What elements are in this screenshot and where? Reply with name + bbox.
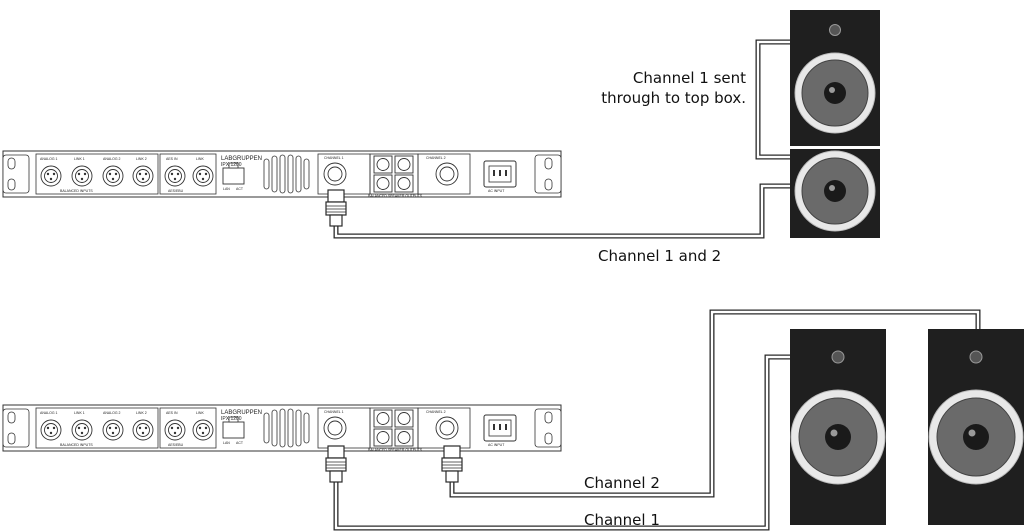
amp-top-analog2: ANALOG 2 <box>103 157 121 161</box>
amp-top-lan: LAN <box>223 187 230 191</box>
amp-top-inputs-label: BALANCED INPUTS <box>60 189 93 193</box>
amp-bottom-analog2: ANALOG 2 <box>103 411 121 415</box>
tweeter <box>969 350 983 364</box>
amp-top-link1: LINK 1 <box>74 157 85 161</box>
bottom-channel1-label: Channel 1 <box>584 511 660 529</box>
amp-top-model: IPX 1200 <box>221 162 242 168</box>
amp-bottom-outputs-label: BALANCED SPEAKER OUTPUTS <box>368 448 423 452</box>
amplifier-bottom: ANALOG 1 LINK 1 ANALOG 2 LINK 2 BALANCED… <box>2 404 562 452</box>
amp-bottom-brand: LABGRUPPEN <box>221 410 262 416</box>
bottom-plug-ch1 <box>325 445 347 483</box>
amp-top-channel2: CHANNEL 2 <box>426 156 446 160</box>
top-note-line2: through to top box. <box>601 89 746 107</box>
top-plug-ch1 <box>325 189 347 227</box>
top-cable-link <box>755 39 790 160</box>
top-cable-main <box>333 183 790 239</box>
tweeter <box>829 24 841 36</box>
bottom-scenario: ANALOG 1 LINK 1 ANALOG 2 LINK 2 BALANCED… <box>2 309 1024 531</box>
bottom-cable-ch1 <box>333 354 790 531</box>
amp-top-link2: LINK 2 <box>136 157 147 161</box>
amp-bottom-model: IPX 1200 <box>221 416 242 422</box>
amp-bottom-link1: LINK 1 <box>74 411 85 415</box>
bottom-plug-ch2 <box>441 445 463 483</box>
amp-bottom-channel1: CHANNEL 1 <box>324 410 344 414</box>
top-scenario: ANALOG 1 LINK 1 ANALOG 2 LINK 2 BALANCED… <box>2 10 880 239</box>
bottom-cable-ch2 <box>449 309 981 498</box>
amp-top-aes-ebu: AES/EBU <box>168 189 184 193</box>
top-note-line1: Channel 1 sent <box>632 69 746 87</box>
amp-top-act: ACT <box>236 187 244 191</box>
top-speaker-lower <box>790 149 880 238</box>
bottom-speaker-left <box>790 329 886 525</box>
top-speaker-upper <box>790 10 880 146</box>
amp-top-aes-link: LINK <box>196 157 204 161</box>
amp-top-outputs-label: BALANCED SPEAKER OUTPUTS <box>368 194 423 198</box>
amp-top-aes-in: AES IN <box>166 157 178 161</box>
bottom-channel2-label: Channel 2 <box>584 474 660 492</box>
bottom-speaker-right <box>928 329 1024 525</box>
amp-top-channel1: CHANNEL 1 <box>324 156 344 160</box>
top-cable-label: Channel 1 and 2 <box>598 247 722 265</box>
amp-bottom-lan: LAN <box>223 441 230 445</box>
amp-bottom-inputs-label: BALANCED INPUTS <box>60 443 93 447</box>
amplifier-top: ANALOG 1 LINK 1 ANALOG 2 LINK 2 BALANCED… <box>2 150 562 198</box>
amp-bottom-link2: LINK 2 <box>136 411 147 415</box>
amp-bottom-aes-link: LINK <box>196 411 204 415</box>
amp-bottom-aes-in: AES IN <box>166 411 178 415</box>
amp-top-ac-input: AC INPUT <box>488 189 505 193</box>
amp-bottom-analog1: ANALOG 1 <box>40 411 58 415</box>
amp-bottom-aes-ebu: AES/EBU <box>168 443 184 447</box>
amp-top-analog1: ANALOG 1 <box>40 157 58 161</box>
amp-bottom-ac-input: AC INPUT <box>488 443 505 447</box>
amp-bottom-channel2: CHANNEL 2 <box>426 410 446 414</box>
amp-bottom-act: ACT <box>236 441 244 445</box>
tweeter <box>831 350 845 364</box>
amp-top-brand: LABGRUPPEN <box>221 156 262 162</box>
